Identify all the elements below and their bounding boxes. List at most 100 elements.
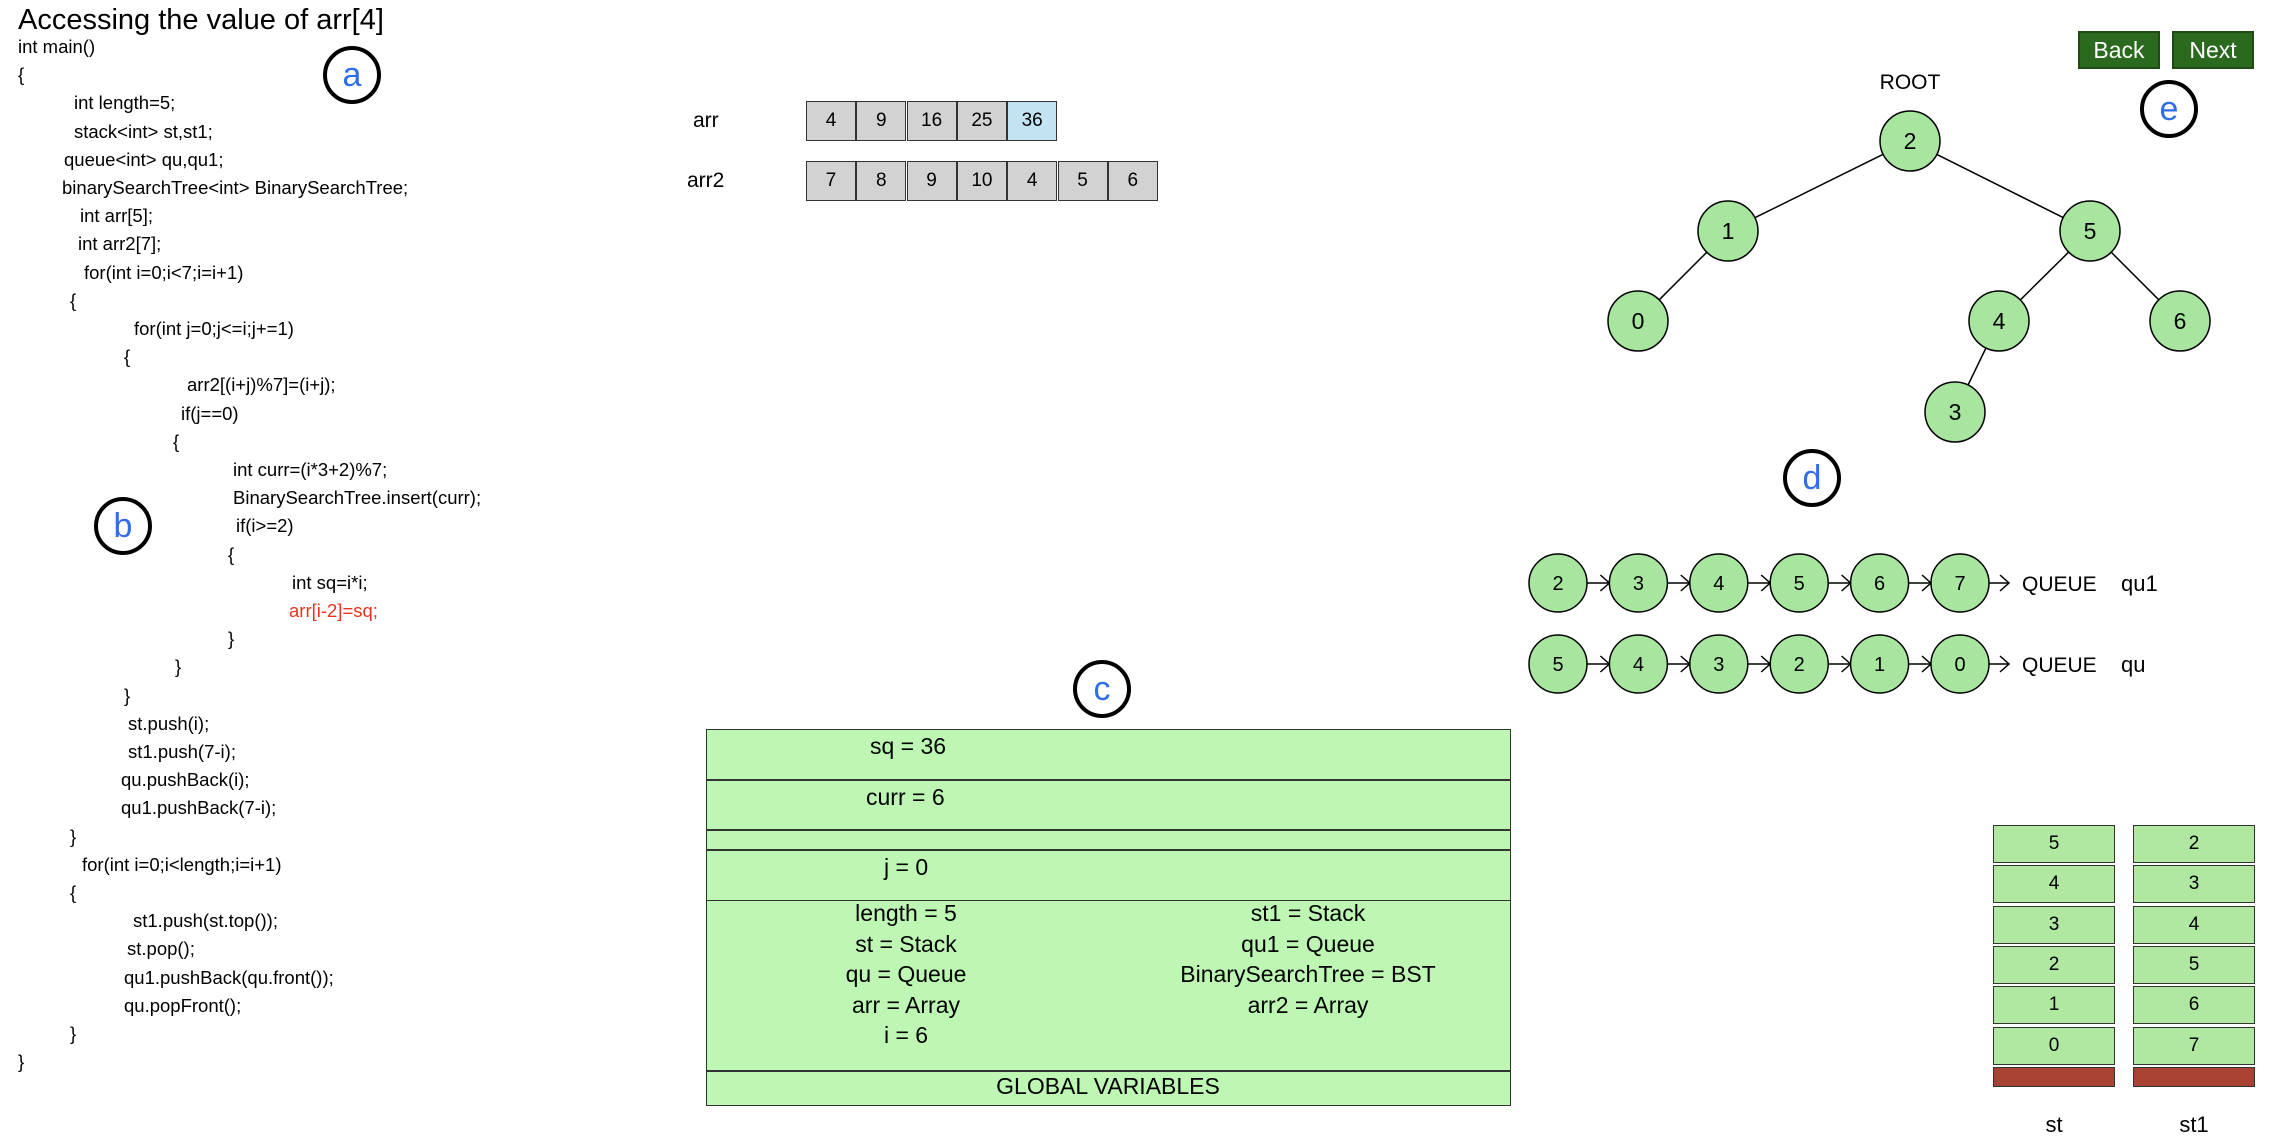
- queue-node-label: 1: [1874, 654, 1885, 676]
- code-line: BinarySearchTree.insert(curr);: [233, 487, 482, 509]
- stack-base: [2133, 1067, 2255, 1087]
- global-variable: qu1 = Queue: [1241, 930, 1375, 957]
- tree-edge: [1658, 251, 1708, 301]
- queue-node-label: 3: [1633, 573, 1644, 595]
- stack-label: st1: [2179, 1112, 2209, 1137]
- code-line: }: [228, 628, 235, 650]
- code-line: {: [228, 543, 235, 565]
- tree-node: [1879, 110, 1941, 172]
- queue-node-label: 0: [1954, 654, 1965, 676]
- code-line: if(i>=2): [236, 515, 294, 537]
- globals-label: GLOBAL VARIABLES: [996, 1073, 1220, 1099]
- global-variable: qu = Queue: [845, 961, 967, 987]
- global-variable: BinarySearchTree = BST: [1180, 961, 1436, 987]
- root-label: ROOT: [1880, 71, 1941, 94]
- stack-frame: [706, 729, 1511, 780]
- arr2-cell: 6: [1107, 161, 1158, 201]
- arr2-label: arr2: [687, 169, 725, 192]
- code-line: {: [124, 346, 131, 368]
- queue-name: qu1: [2121, 571, 2158, 596]
- code-line: for(int i=0;i<length;i=i+1): [82, 853, 282, 875]
- queue-node-label: 2: [1552, 573, 1563, 595]
- queue-node-label: 5: [1552, 654, 1563, 676]
- code-line: qu.popFront();: [124, 994, 242, 1016]
- queue-node-label: 7: [1954, 573, 1965, 595]
- globals-label-box: [706, 1071, 1511, 1106]
- code-line: }: [175, 656, 182, 678]
- arr2-cell: 5: [1057, 161, 1108, 201]
- code-line: int main(): [18, 36, 96, 57]
- arr-cell: 36: [1007, 101, 1058, 141]
- arr-cell: 4: [806, 101, 856, 141]
- code-line: {: [18, 64, 25, 86]
- code-line: queue<int> qu,qu1;: [64, 148, 224, 170]
- tree-node: [1607, 290, 1669, 352]
- stack-cell: 7: [2133, 1026, 2255, 1065]
- back-button[interactable]: Back: [2078, 31, 2160, 69]
- stack-cell: 1: [1993, 986, 2115, 1025]
- code-line: {: [173, 430, 180, 452]
- code-line: }: [70, 825, 77, 847]
- arr2-cell: 4: [1007, 161, 1058, 201]
- stack-base: [1993, 1067, 2115, 1087]
- tree-node-label: 1: [1722, 218, 1735, 244]
- arr-label: arr: [693, 109, 719, 132]
- queue-node-label: 3: [1713, 654, 1724, 676]
- code-line: int arr[5];: [80, 205, 153, 227]
- code-line: stack<int> st,st1;: [74, 120, 213, 142]
- code-line: binarySearchTree<int> BinarySearchTree;: [62, 177, 409, 198]
- tree-node-label: 3: [1949, 399, 1962, 425]
- code-line: for(int i=0;i<7;i=i+1): [84, 261, 244, 283]
- queue-node-label: 4: [1713, 573, 1724, 595]
- marker-c: c: [1073, 660, 1131, 718]
- code-line: int curr=(i*3+2)%7;: [233, 459, 388, 480]
- tree-node: [1697, 200, 1759, 262]
- stack-frame: [706, 850, 1511, 901]
- next-button[interactable]: Next: [2172, 31, 2254, 69]
- tree-edge: [1754, 153, 1884, 219]
- tree-node-label: 6: [2174, 308, 2187, 334]
- queue-node-label: 4: [1633, 654, 1644, 676]
- page-title: Accessing the value of arr[4]: [18, 4, 384, 36]
- tree-node-label: 5: [2084, 218, 2097, 244]
- global-frame: [706, 900, 1511, 1071]
- tree-node: [2059, 200, 2121, 262]
- arr-cell: 25: [956, 101, 1007, 141]
- stack-cell: 0: [1993, 1026, 2115, 1065]
- tree-node: [2149, 290, 2211, 352]
- tree-edge: [2110, 251, 2160, 301]
- marker-e: e: [2140, 80, 2198, 138]
- marker-d: d: [1783, 449, 1841, 507]
- tree-edge: [1967, 347, 1987, 386]
- stack-cell: 3: [2133, 865, 2255, 904]
- code-line: st.pop();: [127, 938, 195, 960]
- tree-node-label: 2: [1904, 128, 1917, 154]
- arrow-head: [1999, 655, 2011, 673]
- arr2-cell: 7: [806, 161, 856, 201]
- stack-frame: [706, 780, 1511, 830]
- queue-node-label: 6: [1874, 573, 1885, 595]
- stack-cell: 6: [2133, 986, 2255, 1025]
- marker-b: b: [94, 497, 152, 555]
- code-line: if(j==0): [181, 402, 239, 424]
- code-line: qu1.pushBack(7-i);: [121, 797, 277, 819]
- arr2-cell: 9: [906, 161, 957, 201]
- stack-cell: 2: [2133, 825, 2255, 863]
- code-line: arr2[(i+j)%7]=(i+j);: [187, 374, 336, 396]
- queue-name: qu: [2121, 652, 2145, 677]
- frame-variable: sq = 36: [870, 733, 947, 759]
- global-variable: st = Stack: [855, 930, 957, 957]
- tree-node-label: 0: [1632, 308, 1645, 334]
- code-line: int sq=i*i;: [292, 571, 368, 593]
- tree-node: [1968, 290, 2030, 352]
- code-line: {: [70, 289, 77, 311]
- code-line: {: [70, 882, 77, 903]
- arrow-head: [1999, 574, 2011, 592]
- stack-label: st: [2045, 1112, 2063, 1137]
- global-variable: i = 6: [883, 1022, 929, 1048]
- code-line: int arr2[7];: [78, 233, 162, 255]
- stack-cell: 4: [2133, 905, 2255, 944]
- arr-cell: 9: [856, 101, 907, 141]
- code-line: }: [18, 1051, 25, 1073]
